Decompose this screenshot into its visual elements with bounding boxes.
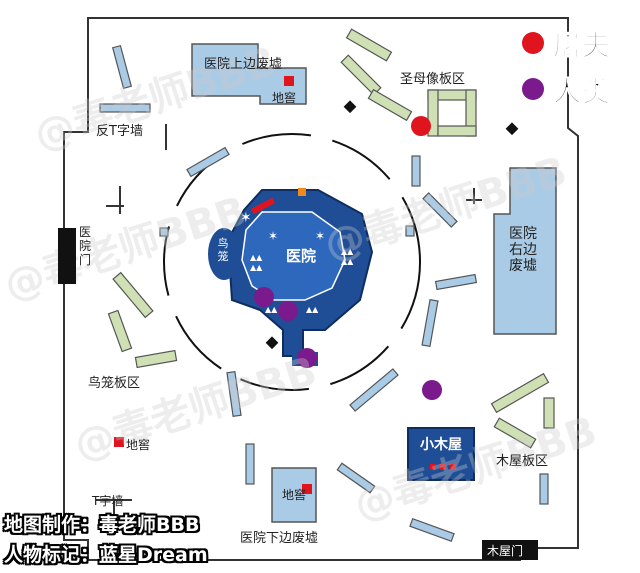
hospital-bottom-ruins-label: 医院下边废墟 bbox=[240, 531, 319, 546]
svg-text:✶: ✶ bbox=[268, 229, 278, 243]
cabin-cellar-marker bbox=[430, 464, 456, 470]
statue-boards-label: 圣母像板区 bbox=[400, 72, 466, 87]
map-author-credit: 地图制作：毒老师BBB bbox=[4, 514, 200, 536]
cellar-bottom-label: 地窖 bbox=[282, 488, 307, 502]
legend-butcher-label: 屠夫 bbox=[552, 29, 612, 63]
hospital-gate-bar bbox=[58, 228, 76, 284]
svg-text:▲▲: ▲▲ bbox=[250, 263, 263, 272]
birdcage-boards-label: 鸟笼板区 bbox=[88, 376, 141, 391]
hospital-label: 医院 bbox=[286, 247, 317, 265]
cellar-top-marker bbox=[284, 76, 294, 86]
svg-text:▲▲: ▲▲ bbox=[250, 253, 263, 262]
legend-human-dot bbox=[522, 78, 544, 100]
cellar-left-label: 地窖 bbox=[126, 438, 151, 452]
reverse-t-wall-label: 反T字墙 bbox=[96, 124, 143, 139]
svg-text:▲▲: ▲▲ bbox=[265, 305, 278, 314]
svg-text:▲▲: ▲▲ bbox=[306, 305, 319, 314]
cellar-top-label: 地窖 bbox=[272, 91, 297, 105]
hospital-building: ✶ ✶ ✶ ▲▲ ▲▲ ▲▲ ▲▲ ▲▲ ▲▲ bbox=[226, 188, 374, 366]
hospital-bottom-ruins bbox=[271, 467, 317, 523]
cellar-bottom-marker bbox=[302, 484, 312, 494]
cabin-building bbox=[407, 427, 475, 481]
t-wall-label: T字墙 bbox=[92, 494, 124, 508]
birdcage-label: 鸟笼 bbox=[217, 237, 229, 263]
svg-text:@毒老师BBB: @毒老师BBB bbox=[69, 348, 322, 469]
svg-text:▲▲: ▲▲ bbox=[341, 247, 354, 256]
legend-human-label: 人类 bbox=[552, 75, 612, 109]
pallets bbox=[107, 28, 555, 449]
legend-butcher-dot bbox=[522, 32, 544, 54]
cabin-gate-bar bbox=[482, 540, 538, 560]
svg-text:✶: ✶ bbox=[315, 229, 325, 243]
walls bbox=[99, 44, 549, 543]
map-boundary bbox=[63, 17, 579, 561]
butcher-marker bbox=[411, 116, 431, 136]
cabin-boards-label: 木屋板区 bbox=[496, 454, 549, 469]
t-walls bbox=[96, 124, 482, 524]
svg-text:▲▲: ▲▲ bbox=[341, 257, 354, 266]
svg-text:@毒老师BBB: @毒老师BBB bbox=[349, 408, 602, 529]
cellar-left-marker bbox=[114, 437, 124, 447]
hospital-top-ruins-label: 医院上边废墟 bbox=[204, 57, 283, 72]
hospital-gate-label: 医院门 bbox=[78, 225, 91, 267]
human-marker bbox=[254, 287, 274, 307]
human-marker bbox=[422, 380, 442, 400]
human-marker bbox=[278, 301, 298, 321]
cabin-gate-label: 木屋门 bbox=[487, 544, 524, 558]
cabin-label: 小木屋 bbox=[420, 437, 462, 453]
hospital-top-ruins bbox=[191, 43, 307, 105]
svg-text:✶: ✶ bbox=[240, 210, 252, 226]
hospital-right-ruins bbox=[493, 167, 557, 335]
human-marker bbox=[297, 348, 317, 368]
marker-author-credit: 人物标记：蓝星Dream bbox=[4, 544, 208, 566]
birdcage-area bbox=[208, 228, 240, 280]
center-ring bbox=[163, 133, 421, 391]
hospital-right-ruins-label: 医院右边废墟 bbox=[509, 226, 537, 275]
